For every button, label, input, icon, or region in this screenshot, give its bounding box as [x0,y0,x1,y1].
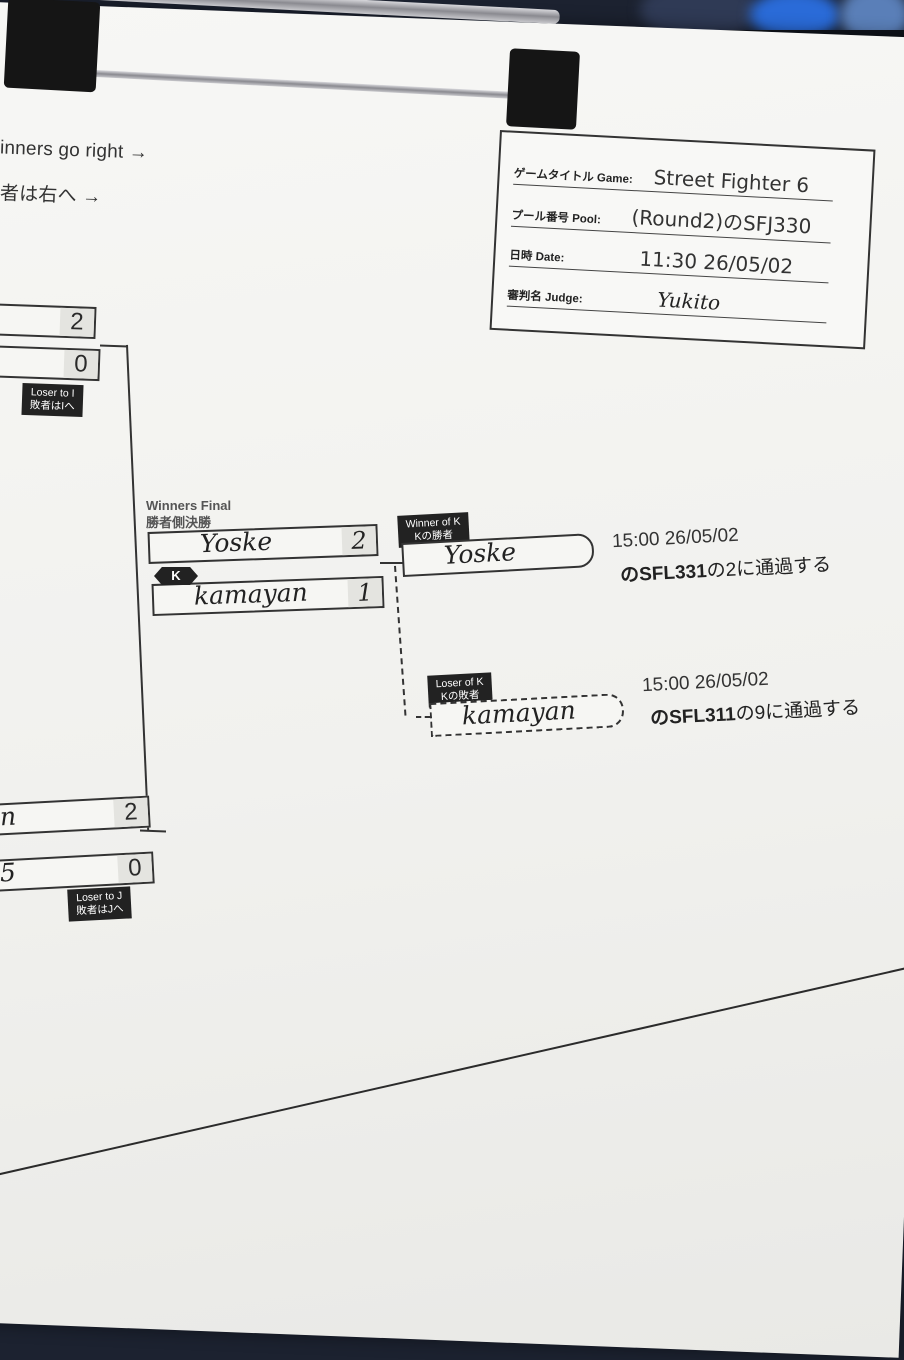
winners-final-title: Winners Final 勝者側決勝 [146,497,231,531]
match-i-bottom-score: 0 [63,349,99,380]
game-label: ゲームタイトル Game: [513,167,634,187]
match-k-badge: K [154,567,198,585]
loser-of-k-name: kamayan [461,695,577,731]
winners-final-player1-score: 2 [341,526,377,556]
loser-of-k-advance-pool: のSFL311 [649,704,737,730]
clipboard-clip-left-grip [3,0,101,93]
match-j-loser-tag: Loser to J 敗者はJへ [67,886,133,922]
match-info-box: ゲームタイトル Game: Street Fighter 6 プール番号 Poo… [489,130,876,350]
fold-line [0,953,904,1200]
match-j-top-score: 2 [113,797,149,828]
match-j-top-name: n [0,801,17,832]
winners-final-player1-name: Yoske [199,526,273,559]
instruction-jp: 者は右へ → [0,183,102,208]
loser-dashed-connector-horizontal [416,716,430,718]
match-j-bottom-name: 5 [0,857,17,888]
winners-final-player2-score: 1 [347,578,383,608]
judge-value: Yukito [656,287,721,315]
winner-connector [380,562,404,564]
match-j-loser-tag-jp: 敗者はJへ [76,902,124,918]
match-i-loser-tag-jp: 敗者はIへ [29,399,75,413]
clipboard-clip-right-grip [506,48,580,130]
match-i-bottom-slot: 0 [0,344,101,382]
match-i-top-score: 2 [59,307,95,337]
pool-label: プール番号 Pool: [511,209,602,227]
winners-final-player2-name: kamayan [193,577,309,611]
winner-of-k-advance-pool: のSFL331 [619,561,708,587]
match-j-bottom-score: 0 [117,853,153,884]
match-i-loser-tag: Loser to I 敗者はIへ [21,382,84,418]
date-label: 日時 Date: [509,249,565,265]
judge-label: 審判名 Judge: [507,289,583,306]
match-i-top-slot: 2 [0,302,97,340]
winners-final-title-en: Winners Final [146,498,232,513]
winner-of-k-name: Yoske [443,537,517,570]
winners-final-title-jp: 勝者側決勝 [146,515,212,530]
